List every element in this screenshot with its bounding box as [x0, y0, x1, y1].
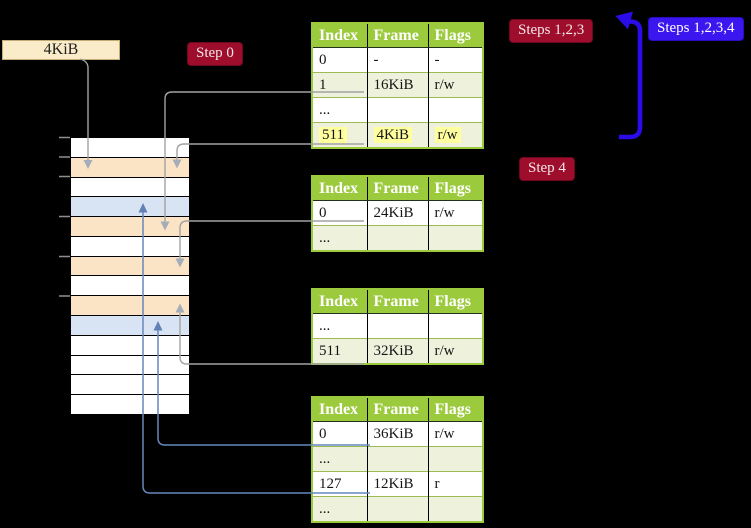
cell: 0 [319, 425, 327, 442]
cell: - [427, 47, 483, 73]
memory-row-white [71, 334, 189, 355]
cell: 127 [312, 471, 367, 497]
column-header: Index [312, 397, 367, 422]
memory-row-blue [71, 315, 189, 335]
cell [427, 225, 483, 251]
table-row: ... [312, 313, 483, 339]
cell: ... [319, 317, 331, 334]
column-header: Frame [366, 289, 428, 314]
column-header: Flags [427, 397, 483, 422]
cell: ... [312, 446, 367, 472]
table-row: ... [312, 496, 483, 522]
cell: - [366, 47, 428, 73]
cell: 0 [319, 51, 327, 68]
memory-row-white [71, 275, 189, 296]
column-header: Frame [366, 23, 428, 48]
table-row: 0 -- [312, 47, 483, 73]
badge-steps-1-2-3-4: Steps 1,2,3,4 [648, 17, 744, 41]
column-header: Flags [427, 23, 483, 48]
cell: 24KiB [366, 200, 428, 226]
cell [366, 225, 428, 251]
table-row: ... [312, 225, 483, 251]
column-header: Index [312, 289, 367, 314]
cell [427, 446, 483, 472]
cell: 511 [312, 122, 367, 148]
column-header: Index [312, 176, 367, 201]
column-header: Flags [427, 176, 483, 201]
memory-row-peach [71, 156, 189, 177]
memory-row-white [71, 354, 189, 375]
cell: ... [312, 496, 367, 522]
memory-row-peach [71, 216, 189, 236]
table-row: ... [312, 97, 483, 123]
cell: 12KiB [366, 471, 428, 497]
cell: r/w [427, 72, 483, 98]
memory-strip [70, 137, 190, 415]
cell: 16KiB [366, 72, 428, 98]
cell: r [427, 471, 483, 497]
memory-row-white [71, 138, 189, 157]
badge-step-4: Step 4 [519, 157, 575, 181]
column-header: Index [312, 23, 367, 48]
memory-row-white [71, 176, 189, 197]
cell: 32KiB [366, 338, 428, 364]
cell: 36KiB [366, 421, 428, 447]
column-header: Frame [366, 176, 428, 201]
cell [366, 97, 428, 123]
highlighted-value: 511 [319, 126, 347, 143]
highlighted-value: 4KiB [373, 126, 413, 143]
memory-row-white [71, 374, 189, 395]
cell: r/w [427, 421, 483, 447]
memory-row-white [71, 394, 189, 414]
cell [366, 446, 428, 472]
column-header: Flags [427, 289, 483, 314]
cell [427, 313, 483, 339]
cell: r/w [427, 200, 483, 226]
table-row: 511 4KiB r/w [312, 122, 483, 148]
cell: ... [312, 225, 367, 251]
cell [366, 313, 428, 339]
memory-address-label: 4KiB [2, 40, 120, 60]
cell: 4KiB [366, 122, 428, 148]
memory-row-peach [71, 295, 189, 316]
cell: r/w [427, 338, 483, 364]
steps-annotation-arrow [619, 19, 643, 140]
cell [427, 97, 483, 123]
highlighted-value: r/w [434, 126, 461, 143]
cell: r/w [427, 122, 483, 148]
memory-row-peach [71, 255, 189, 276]
badge-steps-1-2-3: Steps 1,2,3 [509, 19, 594, 43]
cell: 511 [312, 338, 367, 364]
memory-row-blue [71, 196, 189, 217]
column-header: Frame [366, 397, 428, 422]
badge-step-0: Step 0 [187, 42, 243, 66]
table-row: ... [312, 446, 483, 472]
arrowhead-up-left-icon [615, 11, 633, 30]
cell [366, 496, 428, 522]
cell [427, 496, 483, 522]
memory-row-white [71, 235, 189, 256]
cell: 1 [312, 72, 367, 98]
cell: ... [312, 97, 367, 123]
cell: 0 [319, 204, 327, 221]
strip-tick-marks [59, 136, 70, 297]
